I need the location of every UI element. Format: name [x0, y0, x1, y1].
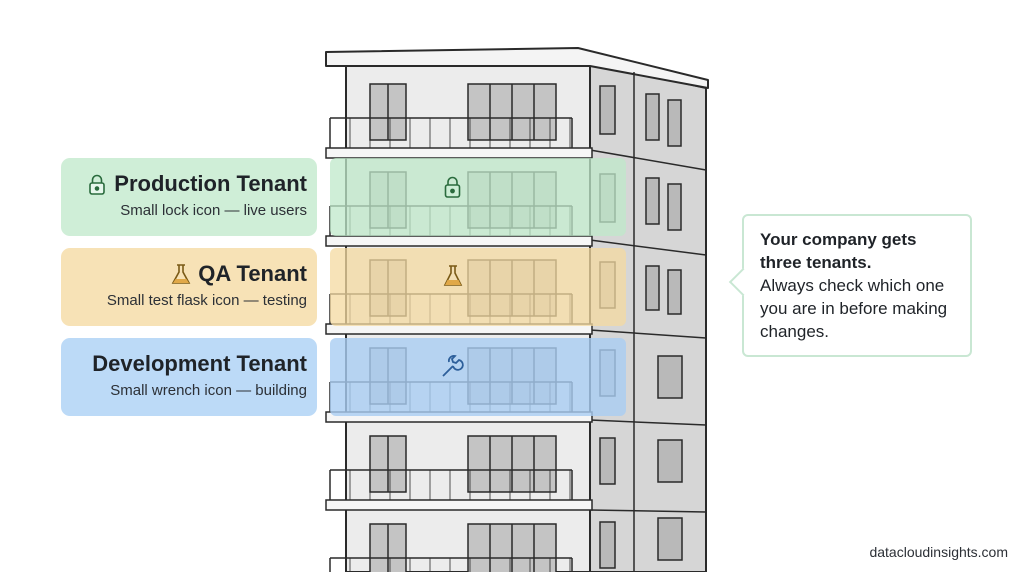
- production-tenant-subtitle: Small lock icon — live users: [120, 202, 307, 219]
- production-tenant-label: Production Tenant Small lock icon — live…: [61, 158, 317, 236]
- building-lock-icon: [444, 176, 461, 198]
- development-tenant-title-text: Development Tenant: [92, 351, 307, 376]
- qa-tenant-title-text: QA Tenant: [198, 261, 307, 286]
- production-tenant-title-text: Production Tenant: [114, 171, 307, 196]
- qa-tenant-subtitle: Small test flask icon — testing: [106, 292, 307, 309]
- development-tenant-subtitle: Small wrench icon — building: [110, 382, 307, 399]
- site-footer: datacloudinsights.com: [869, 544, 1008, 560]
- qa-tenant-label: QA Tenant Small test flask icon — testin…: [61, 248, 317, 326]
- flask-icon: [171, 264, 191, 284]
- lock-icon: [89, 174, 106, 195]
- building-wrench-icon: [442, 355, 464, 377]
- info-callout: Your company gets three tenants. Always …: [742, 214, 972, 357]
- building-flask-icon: [443, 265, 463, 286]
- development-tenant-title: Development Tenant: [61, 351, 307, 377]
- callout-heading: Your company gets three tenants.: [760, 230, 917, 272]
- callout-body: Always check which one you are in before…: [760, 276, 948, 341]
- qa-tenant-title: QA Tenant: [61, 261, 307, 287]
- development-tenant-label: Development Tenant Small wrench icon — b…: [61, 338, 317, 416]
- production-tenant-title: Production Tenant: [61, 171, 307, 197]
